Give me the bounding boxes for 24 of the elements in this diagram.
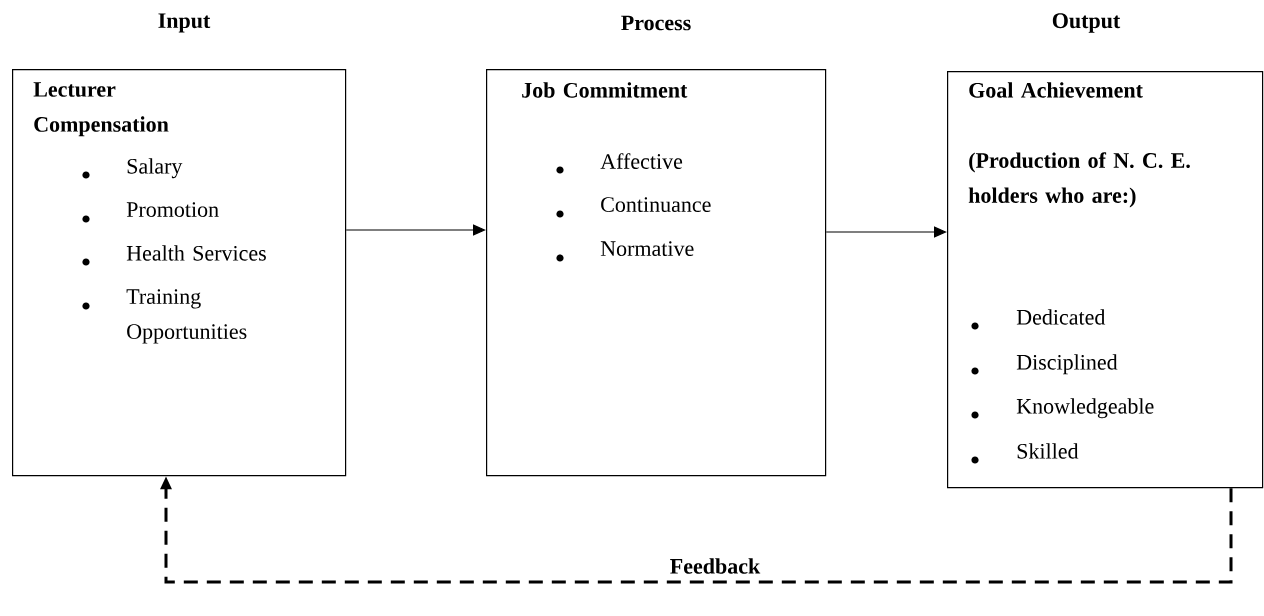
arrow [345, 224, 486, 236]
process-box [486, 69, 827, 477]
column-heading: Output [1052, 13, 1121, 33]
bullet-item: Normative [556, 241, 694, 262]
heading: Job Commitment [522, 82, 688, 98]
bullet-item: Salary [82, 158, 183, 179]
bullet-item: Training Opportunities [82, 289, 247, 344]
heading: Goal Achievement [969, 82, 1143, 98]
bullet-item: Disciplined [971, 354, 1118, 375]
process-box [12, 69, 347, 477]
bullet-item: Health Services [82, 245, 266, 266]
bullet-item: Skilled [971, 443, 1079, 464]
bullet-item: Promotion [82, 202, 219, 223]
column-heading: Process [621, 15, 691, 31]
bullet-item: Dedicated [971, 309, 1106, 330]
heading: (Production of N. C. E. holders who are:) [968, 152, 1190, 208]
edge-label: Feedback [668, 557, 762, 575]
bullet-item: Continuance [556, 197, 711, 218]
bullet-item: Affective [556, 153, 683, 174]
arrow [825, 226, 947, 238]
bullet-item: Knowledgeable [971, 398, 1154, 419]
heading: Lecturer Compensation [33, 82, 169, 137]
column-heading: Input [158, 13, 211, 33]
process-box [947, 71, 1264, 489]
